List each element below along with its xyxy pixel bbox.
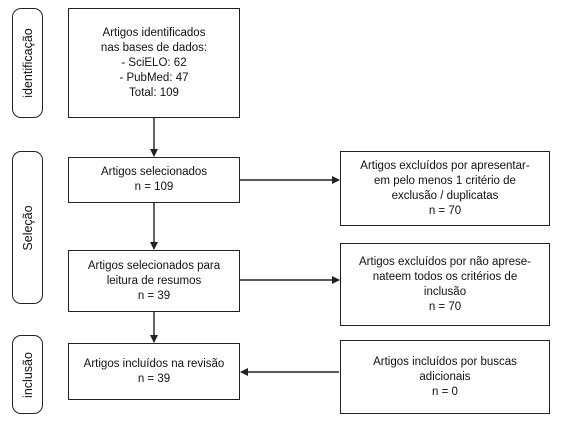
- box-excluded-articles-1-text: Artigos excluídos por apresentar- em pel…: [360, 159, 530, 217]
- box-identified-articles-text: Artigos identificados nas bases de dados…: [100, 26, 208, 99]
- box-included-articles-text: Artigos incluídos na revisão n = 39: [83, 357, 225, 385]
- phase-inclusion-label: inclusão: [20, 351, 35, 398]
- phase-selection: Seleção: [12, 151, 43, 304]
- phase-inclusion: inclusão: [12, 335, 43, 414]
- box-excluded-articles-2-text: Artigos excluídos por não aprese- nateem…: [359, 255, 531, 313]
- box-additional-search-articles-text: Artigos incluídos por buscas adicionais …: [373, 355, 517, 398]
- box-selected-for-abstracts-text: Artigos selecionados para leitura de res…: [87, 259, 221, 302]
- box-excluded-articles-2: Artigos excluídos por não aprese- nateem…: [340, 243, 550, 326]
- box-selected-articles: Artigos selecionados n = 109: [68, 157, 240, 203]
- box-included-articles: Artigos incluídos na revisão n = 39: [68, 343, 240, 400]
- box-selected-articles-text: Artigos selecionados n = 109: [100, 166, 208, 193]
- box-additional-search-articles: Artigos incluídos por buscas adicionais …: [340, 340, 550, 414]
- phase-identification: identificação: [12, 8, 43, 118]
- box-selected-for-abstracts: Artigos selecionados para leitura de res…: [68, 250, 240, 312]
- phase-selection-label: Seleção: [20, 204, 35, 251]
- phase-identification-label: identificação: [20, 28, 35, 98]
- box-excluded-articles-1: Artigos excluídos por apresentar- em pel…: [340, 151, 550, 226]
- box-identified-articles: Artigos identificados nas bases de dados…: [68, 8, 240, 118]
